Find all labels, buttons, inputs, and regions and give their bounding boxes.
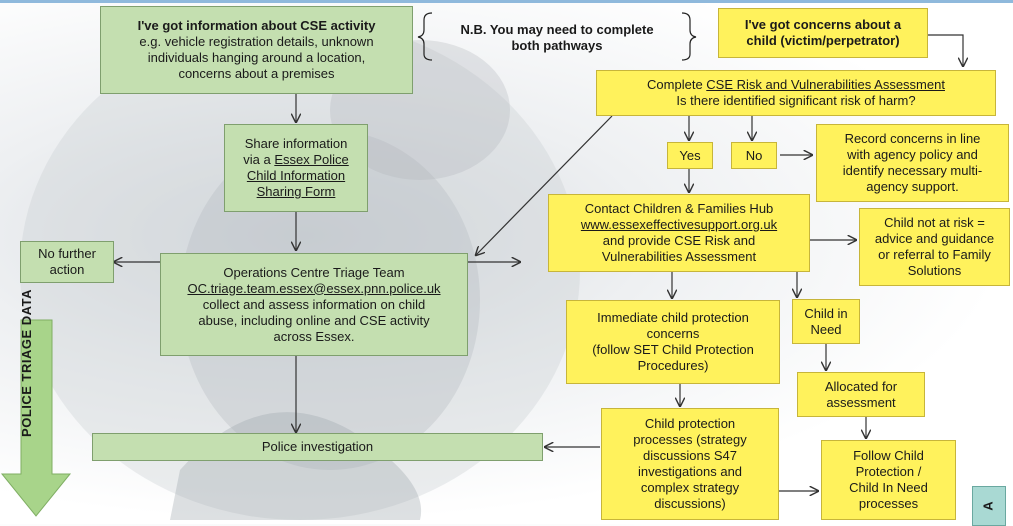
not-at-risk-line: or referral to Family xyxy=(878,247,991,262)
record-line: agency support. xyxy=(866,179,959,194)
complete-prefix: Complete xyxy=(647,77,707,92)
child-not-at-risk-box: Child not at risk = advice and guidance … xyxy=(859,208,1010,286)
cp-processes-box: Child protection processes (strategy dis… xyxy=(601,408,779,520)
hub-line: Vulnerabilities Assessment xyxy=(601,249,757,264)
essex-police-link[interactable]: Essex Police xyxy=(274,152,349,167)
cse-activity-title: I've got information about CSE activity xyxy=(137,18,376,33)
operations-centre-box: Operations Centre Triage Team OC.triage.… xyxy=(160,253,468,356)
no-label: No xyxy=(745,147,763,163)
hub-line: and provide CSE Risk and xyxy=(602,233,756,248)
cin-line: Child in xyxy=(804,305,848,321)
follow-cp-box: Follow Child Protection / Child In Need … xyxy=(821,440,956,520)
share-info-box: Share information via a Essex Police Chi… xyxy=(224,124,368,212)
immediate-cp-box: Immediate child protection concerns (fol… xyxy=(566,300,780,384)
cp-line: complex strategy xyxy=(640,480,740,495)
police-triage-data-label: POLICE TRIAGE DATA xyxy=(19,289,34,437)
corner-label-box: A xyxy=(972,486,1006,526)
not-at-risk-line: advice and guidance xyxy=(874,231,995,246)
police-triage-arrow xyxy=(0,319,72,517)
cse-assessment-link[interactable]: CSE Risk and Vulnerabilities Assessment xyxy=(706,77,945,92)
cse-activity-line: e.g. vehicle registration details, unkno… xyxy=(139,34,374,49)
nb-line: N.B. You may need to complete xyxy=(460,22,654,37)
record-concerns-box: Record concerns in line with agency poli… xyxy=(816,124,1009,202)
cin-line: Need xyxy=(810,321,842,337)
nfa-line: No further xyxy=(38,246,96,261)
allocated-line: Allocated for xyxy=(824,378,898,394)
cse-activity-info-box: I've got information about CSE activity … xyxy=(100,6,413,94)
complete-assessment-line: Complete CSE Risk and Vulnerabilities As… xyxy=(647,77,945,93)
yes-box: Yes xyxy=(667,142,713,169)
immediate-line: Procedures) xyxy=(637,358,709,373)
ops-line: collect and assess information on child xyxy=(202,296,426,312)
child-concerns-line: I've got concerns about a xyxy=(744,17,902,32)
hub-line: Contact Children & Families Hub xyxy=(584,201,774,216)
cp-line: processes (strategy xyxy=(633,432,747,447)
share-prefix: via a xyxy=(243,152,275,167)
not-at-risk-line: Child not at risk = xyxy=(884,215,985,230)
police-investigation-label: Police investigation xyxy=(261,439,374,454)
police-investigation-box: Police investigation xyxy=(92,433,543,461)
cp-line: Child protection xyxy=(644,416,736,431)
cp-line: investigations and xyxy=(637,464,743,479)
cp-line: discussions) xyxy=(654,496,726,511)
follow-line: processes xyxy=(858,496,919,511)
yes-label: Yes xyxy=(679,147,701,163)
top-border-line xyxy=(0,0,1013,3)
ops-email-link[interactable]: OC.triage.team.essex@essex.pnn.police.uk xyxy=(187,280,441,296)
immediate-line: (follow SET Child Protection xyxy=(592,342,754,357)
not-at-risk-line: Solutions xyxy=(907,263,962,278)
no-further-action-box: No further action xyxy=(20,241,114,283)
child-in-need-box: Child in Need xyxy=(792,299,860,344)
immediate-line: Immediate child protection xyxy=(597,310,749,325)
essex-effective-support-link[interactable]: www.essexeffectivesupport.org.uk xyxy=(580,217,778,232)
corner-letter: A xyxy=(980,501,996,511)
record-line: with agency policy and xyxy=(847,147,978,162)
follow-line: Protection / xyxy=(855,464,922,479)
allocated-box: Allocated for assessment xyxy=(797,372,925,417)
ops-line: abuse, including online and CSE activity xyxy=(198,312,430,328)
allocated-line: assessment xyxy=(826,394,896,410)
record-line: Record concerns in line xyxy=(844,131,981,146)
cp-line: discussions S47 xyxy=(643,448,737,463)
follow-line: Child In Need xyxy=(849,480,928,495)
record-line: identify necessary multi- xyxy=(842,163,983,178)
cse-activity-line: concerns about a premises xyxy=(178,66,335,81)
immediate-line: concerns xyxy=(646,326,700,341)
cse-activity-line: individuals hanging around a location, xyxy=(147,50,366,65)
ops-line: across Essex. xyxy=(273,328,355,344)
contact-hub-box: Contact Children & Families Hub www.esse… xyxy=(548,194,810,272)
child-concerns-box: I've got concerns about a child (victim/… xyxy=(718,8,928,58)
child-info-link[interactable]: Child Information xyxy=(246,168,346,183)
sharing-form-link[interactable]: Sharing Form xyxy=(256,184,336,199)
nb-note: N.B. You may need to complete both pathw… xyxy=(432,22,682,54)
child-concerns-line: child (victim/perpetrator) xyxy=(746,33,900,48)
follow-line: Follow Child xyxy=(853,448,924,463)
nfa-line: action xyxy=(49,262,85,277)
share-line: via a Essex Police xyxy=(243,152,349,168)
no-box: No xyxy=(731,142,777,169)
ops-line: Operations Centre Triage Team xyxy=(223,264,405,280)
risk-question: Is there identified significant risk of … xyxy=(676,93,916,108)
nb-line: both pathways xyxy=(511,38,603,53)
share-line: Share information xyxy=(244,136,348,151)
complete-assessment-box: Complete CSE Risk and Vulnerabilities As… xyxy=(596,70,996,116)
